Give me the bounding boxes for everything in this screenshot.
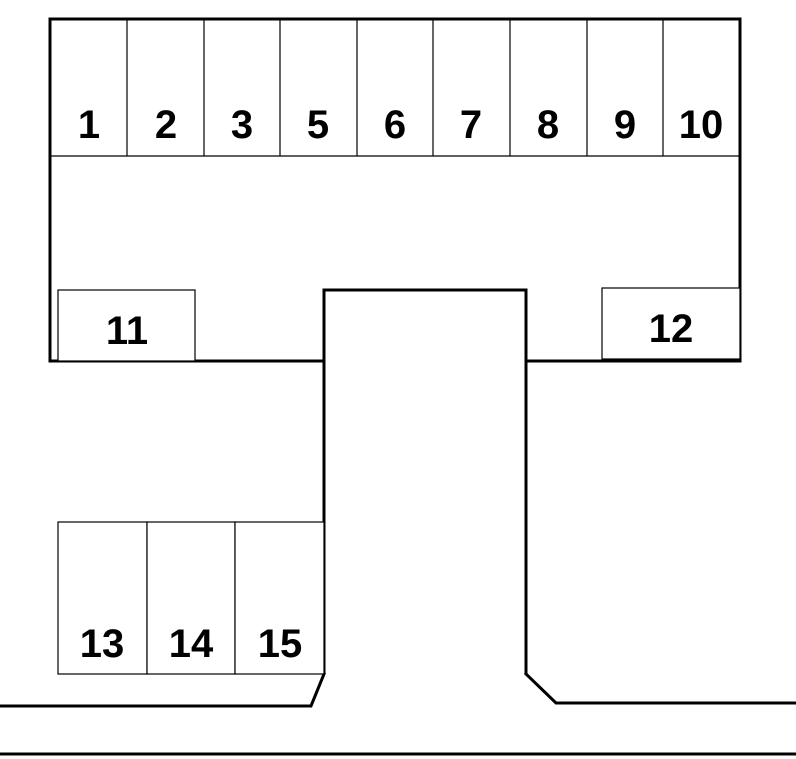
road-right-edge	[523, 671, 796, 705]
stall-label: 13	[80, 622, 125, 666]
stall-label: 1	[78, 103, 100, 147]
stall-12: 12	[601, 287, 741, 360]
stall-label: 10	[679, 103, 724, 147]
stall-label: 6	[384, 103, 406, 147]
stall-label: 2	[155, 103, 177, 147]
stall-label: 5	[307, 103, 329, 147]
stall-box	[234, 521, 325, 675]
road-left-edge	[0, 672, 326, 708]
stall-box	[146, 521, 236, 675]
stall-label: 14	[169, 622, 214, 666]
stall-label: 12	[649, 307, 694, 351]
stall-box	[57, 521, 148, 675]
stall-label: 7	[460, 103, 482, 147]
stall-box	[601, 287, 741, 360]
stall-label: 3	[231, 103, 253, 147]
upper-lot-wall	[322, 288, 528, 674]
stall-label: 15	[258, 622, 303, 666]
stall-label: 9	[614, 103, 636, 147]
stall-11: 11	[57, 289, 196, 362]
stall-label: 8	[537, 103, 559, 147]
stall-label: 11	[106, 309, 148, 353]
bottom-stall-row: 13 14 15	[57, 521, 325, 675]
top-stall-row: 1 2 3 5 6 7 8 9 10	[50, 19, 740, 157]
stall-box	[57, 289, 196, 362]
